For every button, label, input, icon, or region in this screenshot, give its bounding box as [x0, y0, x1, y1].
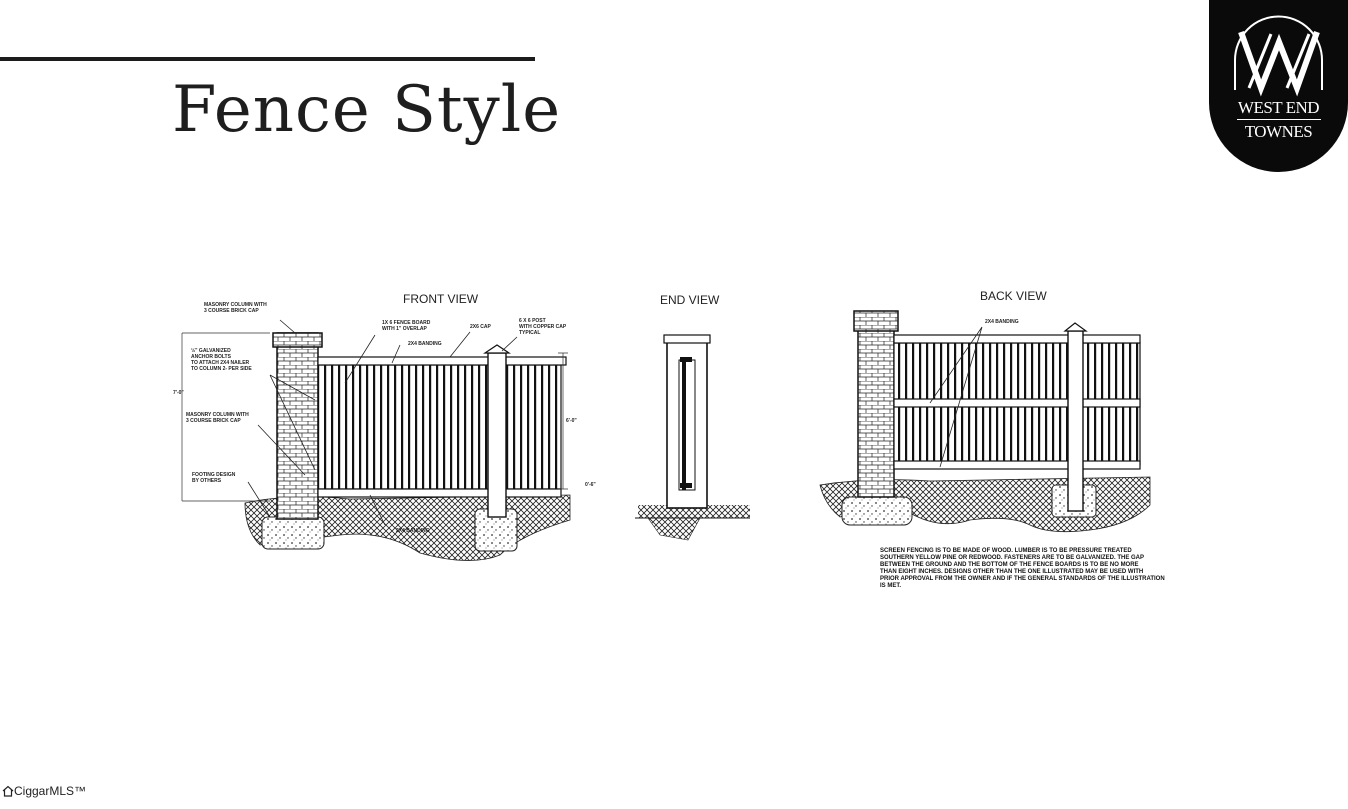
note-gap: 0'-6": [585, 482, 596, 488]
note-banding-top: 2X4 BANDING: [408, 341, 442, 347]
spec-line: PRIOR APPROVAL FROM THE OWNER AND IF THE…: [880, 576, 1165, 582]
back-view: [819, 310, 1151, 533]
note-back-banding: 2X4 BANDING: [985, 319, 1019, 325]
note-2x6-cap: 2X6 CAP: [470, 324, 491, 330]
spec-line: IS MET.: [880, 583, 902, 589]
note-post: 6 X 6 POST WITH COPPER CAP TYPICAL: [519, 318, 567, 336]
note-footing: FOOTING DESIGN BY OTHERS: [192, 472, 236, 484]
end-view-title: END VIEW: [660, 293, 720, 307]
note-masonry-cap-mid: MASONRY COLUMN WITH 3 COURSE BRICK CAP: [186, 412, 249, 424]
spec-line: BETWEEN THE GROUND AND THE BOTTOM OF THE…: [880, 562, 1139, 568]
front-view-title: FRONT VIEW: [403, 292, 479, 306]
note-fence-board: 1X 6 FENCE BOARD WITH 1" OVERLAP: [382, 320, 431, 332]
spec-line: THAN EIGHT INCHES. DESIGNS OTHER THAN TH…: [880, 569, 1144, 575]
fence-drawing: [181, 310, 1151, 561]
spec-text: SCREEN FENCING IS TO BE MADE OF WOOD. LU…: [880, 548, 1200, 590]
note-height-left: 7'-0": [173, 390, 184, 396]
west-end-townes-logo: WEST END TOWNES: [1209, 0, 1348, 172]
note-anchor-bolts: ½" GALVANIZED ANCHOR BOLTS TO ATTACH 2X4…: [191, 348, 252, 372]
end-view: [635, 334, 750, 541]
logo-line-1: WEST END: [1237, 98, 1320, 117]
logo-divider: [1237, 119, 1321, 120]
front-view: [181, 319, 571, 561]
house-icon: [2, 785, 14, 797]
page-title: Fence Style: [172, 73, 562, 147]
logo-line-2: TOWNES: [1244, 122, 1313, 141]
spec-line: SOUTHERN YELLOW PINE OR REDWOOD. FASTENE…: [880, 555, 1145, 561]
mls-label: CiggarMLS™: [14, 784, 87, 798]
spec-line: SCREEN FENCING IS TO BE MADE OF WOOD. LU…: [880, 548, 1132, 554]
note-banding-bottom: 2X4 BANDING: [396, 528, 430, 534]
note-masonry-cap-top: MASONRY COLUMN WITH 3 COURSE BRICK CAP: [204, 302, 267, 314]
mls-watermark: CiggarMLS™: [2, 784, 86, 798]
back-view-title: BACK VIEW: [980, 289, 1047, 303]
w-monogram-icon: [1234, 15, 1323, 97]
note-height-right: 6'-0": [566, 418, 577, 424]
top-rule: [0, 57, 535, 61]
